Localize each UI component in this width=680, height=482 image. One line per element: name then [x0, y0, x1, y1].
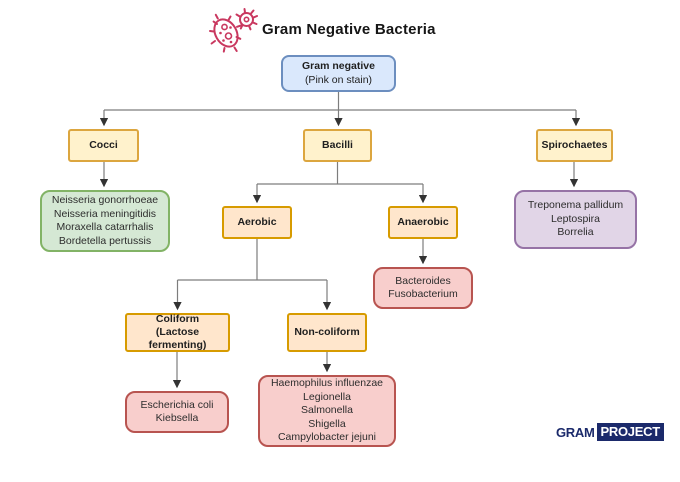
node-gram-negative-label: Gram negative	[302, 60, 375, 72]
node-non-coliform-species: Haemophilus influenzae Legionella Salmon…	[258, 375, 396, 447]
node-coliform: Coliform (Lactose fermenting)	[125, 313, 230, 352]
node-bacilli-label: Bacilli	[322, 139, 353, 151]
node-coliform-species-label: Escherichia coli Kiebsella	[140, 398, 214, 425]
node-cocci-species: Neisseria gonorrhoeae Neisseria meningit…	[40, 190, 170, 252]
gram-project-logo: GRAM PROJECT	[556, 423, 664, 441]
page-title: Gram Negative Bacteria	[262, 21, 436, 38]
node-anaerobic: Anaerobic	[388, 206, 458, 239]
node-anaerobic-label: Anaerobic	[397, 216, 449, 228]
node-spirochaetes: Spirochaetes	[536, 129, 613, 162]
node-spirochaetes-label: Spirochaetes	[541, 139, 608, 151]
node-spirochaetes-species: Treponema pallidum Leptospira Borrelia	[514, 190, 637, 249]
node-non-coliform: Non-coliform	[287, 313, 367, 352]
node-anaerobic-species-label: Bacteroides Fusobacterium	[388, 274, 458, 301]
node-gram-negative: Gram negative (Pink on stain)	[281, 55, 396, 92]
node-spirochaetes-species-label: Treponema pallidum Leptospira Borrelia	[527, 199, 624, 239]
node-aerobic: Aerobic	[222, 206, 292, 239]
bacteria-icon	[207, 7, 259, 53]
node-anaerobic-species: Bacteroides Fusobacterium	[373, 267, 473, 309]
node-non-coliform-species-label: Haemophilus influenzae Legionella Salmon…	[270, 377, 384, 444]
logo-project-text: PROJECT	[596, 423, 664, 441]
node-gram-negative-sublabel: (Pink on stain)	[304, 73, 373, 86]
node-cocci: Cocci	[68, 129, 139, 162]
logo-gram-text: GRAM	[556, 424, 595, 440]
node-non-coliform-label: Non-coliform	[294, 326, 360, 338]
node-aerobic-label: Aerobic	[237, 216, 277, 228]
node-coliform-species: Escherichia coli Kiebsella	[125, 391, 229, 433]
node-coliform-label: Coliform (Lactose fermenting)	[148, 313, 207, 351]
node-cocci-species-label: Neisseria gonorrhoeae Neisseria meningit…	[51, 194, 159, 247]
node-cocci-label: Cocci	[89, 139, 118, 151]
node-bacilli: Bacilli	[303, 129, 372, 162]
